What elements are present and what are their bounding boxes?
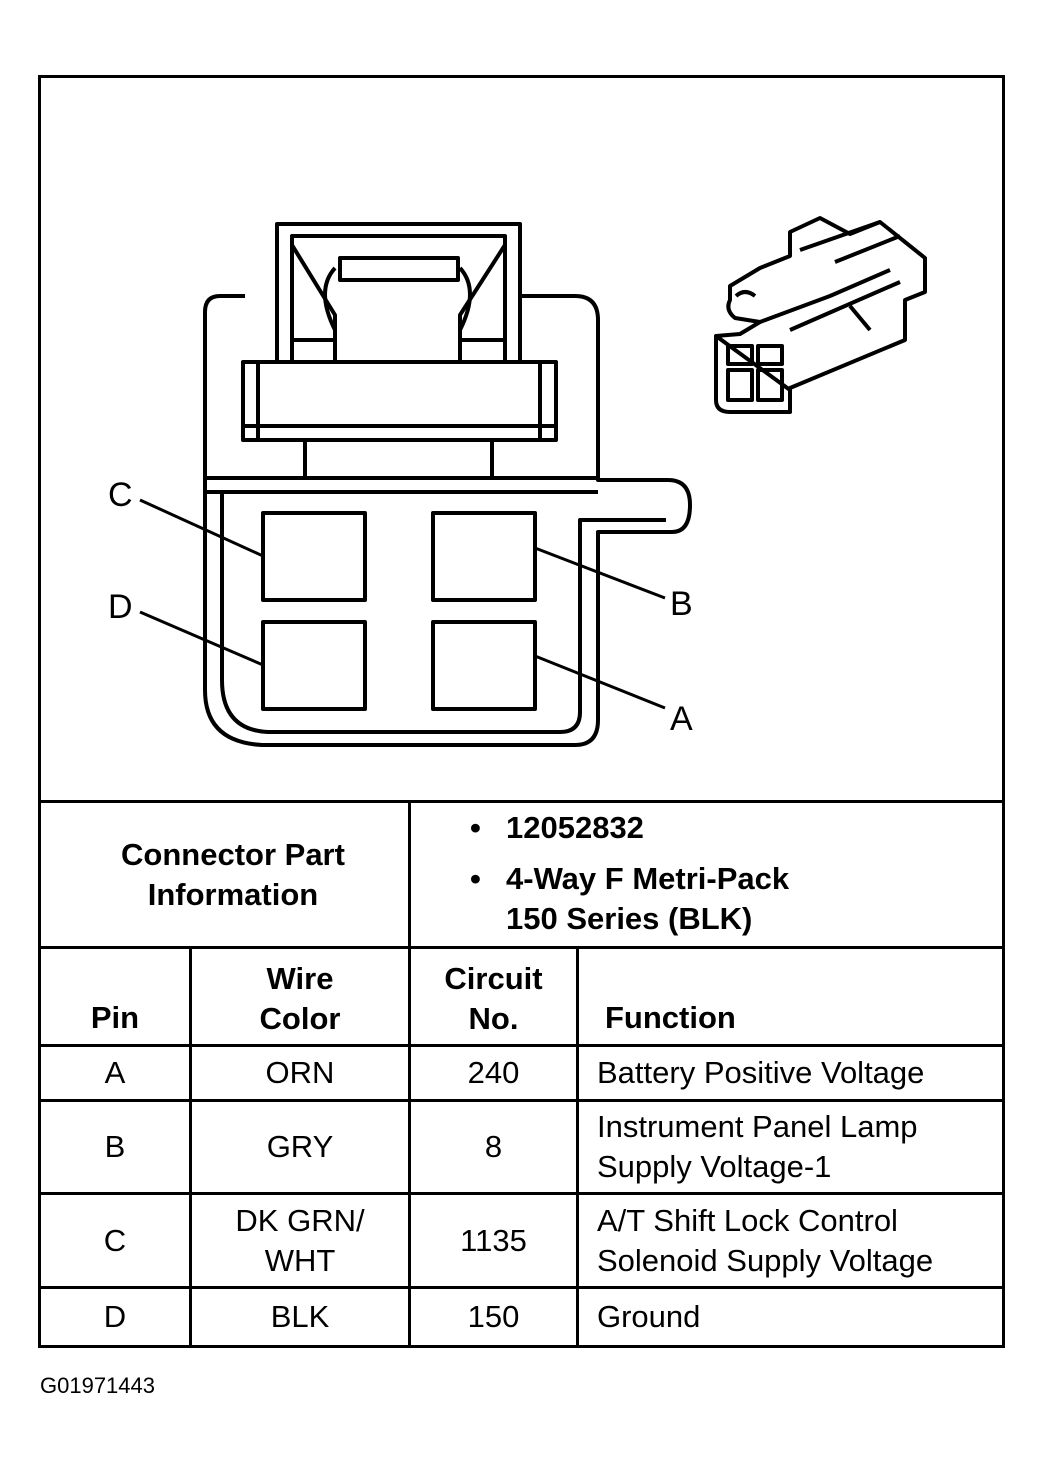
row-a-pin: A	[104, 1055, 126, 1090]
header-circuit-no: Circuit No.	[444, 960, 543, 1036]
row-b-function: Instrument Panel Lamp Supply Voltage-1	[597, 1109, 918, 1184]
part-description-item: • 4-Way F Metri-Pack 150 Series (BLK)	[470, 859, 1000, 939]
row-d-pin: D	[103, 1299, 127, 1334]
figure-frame	[38, 75, 1005, 1348]
row-c-wire-color: DK GRN/ WHT	[235, 1202, 365, 1278]
connector-isometric-view	[714, 216, 927, 414]
leader-a	[534, 654, 666, 710]
row-d-circuit: 150	[467, 1299, 520, 1334]
pin-label-d: D	[108, 588, 133, 626]
row-d-function: Ground	[597, 1299, 701, 1334]
figure-id: G01971443	[40, 1373, 155, 1398]
connector-body-outline	[203, 294, 692, 747]
pin-label-a: A	[670, 700, 693, 738]
leader-b	[534, 546, 666, 600]
cavity-d	[261, 620, 367, 711]
row-b-pin: B	[104, 1129, 126, 1164]
bullet-icon: •	[470, 861, 481, 896]
header-wire-color: Wire Color	[259, 960, 341, 1036]
cavity-c	[261, 511, 367, 602]
latch-housing	[241, 360, 558, 442]
row-c-circuit: 1135	[460, 1222, 527, 1258]
leader-d	[139, 610, 264, 667]
pin-label-b: B	[670, 585, 693, 623]
header-pin: Pin	[90, 1000, 140, 1035]
row-a-circuit: 240	[467, 1055, 520, 1090]
row-a-function: Battery Positive Voltage	[597, 1055, 925, 1090]
pin-label-c: C	[108, 476, 133, 514]
row-c-function: A/T Shift Lock Control Solenoid Supply V…	[597, 1202, 934, 1278]
header-function: Function	[605, 1000, 736, 1035]
row-c-pin: C	[103, 1222, 127, 1258]
row-b-circuit: 8	[484, 1129, 503, 1164]
bullet-icon: •	[470, 810, 481, 845]
latch-top	[275, 222, 522, 362]
leader-c	[139, 498, 264, 558]
part-number-item: • 12052832	[470, 808, 1000, 848]
row-b-wire-color: GRY	[266, 1129, 334, 1164]
cavity-a	[431, 620, 537, 711]
connector-face-drawing: C B D A	[108, 216, 927, 747]
part-info-heading: Connector Part Information	[121, 836, 345, 912]
row-a-wire-color: ORN	[265, 1055, 335, 1090]
part-info-list: • 12052832 • 4-Way F Metri-Pack 150 Seri…	[470, 808, 1000, 950]
row-d-wire-color: BLK	[270, 1299, 330, 1334]
cavity-b	[431, 511, 537, 602]
